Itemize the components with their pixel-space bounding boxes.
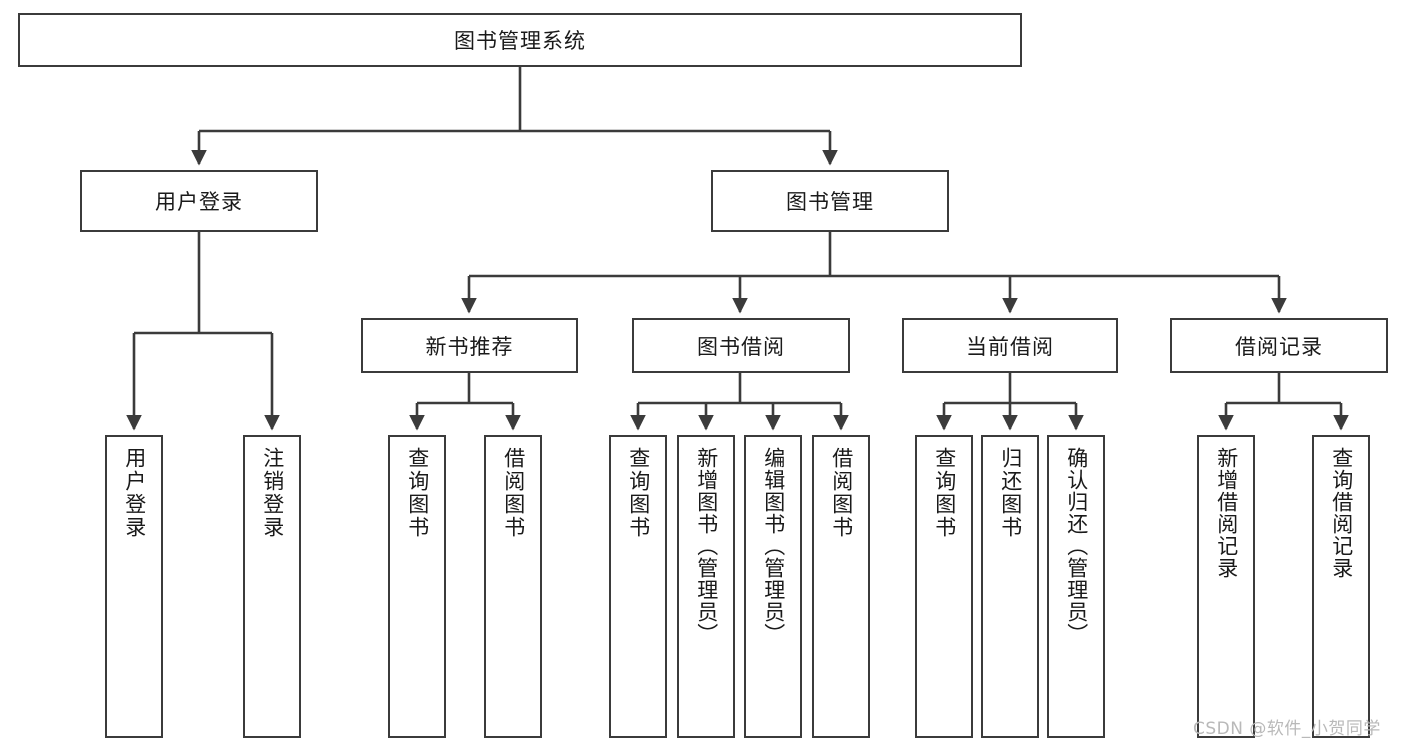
watermark-text: CSDN @软件_小贺同学 [1193,719,1381,739]
node-borrow-record[interactable]: 借阅记录 [1170,318,1388,373]
leaf-label: 编辑图书（管理员） [761,447,786,645]
leaf-label: 用户登录 [122,447,147,539]
leaf-borrow-book[interactable]: 借阅图书 [812,435,870,738]
leaf-query-borrow-record[interactable]: 查询借阅记录 [1312,435,1370,738]
leaf-query-book-current[interactable]: 查询图书 [915,435,973,738]
leaf-return-book[interactable]: 归还图书 [981,435,1039,738]
leaf-label: 查询图书 [932,447,957,539]
node-label: 借阅记录 [1235,334,1323,359]
node-label: 新书推荐 [425,334,514,359]
leaf-label: 新增借阅记录 [1214,447,1239,579]
leaf-label: 确认归还（管理员） [1064,447,1089,645]
leaf-label: 查询借阅记录 [1329,447,1354,579]
node-new-book-recommendation[interactable]: 新书推荐 [361,318,578,373]
leaf-label: 借阅图书 [829,447,854,539]
node-label: 用户登录 [155,190,243,214]
leaf-label: 新增图书（管理员） [694,447,719,645]
node-label: 图书管理系统 [454,29,586,53]
leaf-confirm-return-admin[interactable]: 确认归还（管理员） [1047,435,1105,738]
leaf-label: 查询图书 [405,447,430,539]
leaf-query-book-borrow[interactable]: 查询图书 [609,435,667,738]
leaf-add-borrow-record[interactable]: 新增借阅记录 [1197,435,1255,738]
leaf-label: 查询图书 [626,447,651,539]
leaf-label: 归还图书 [998,447,1023,539]
node-book-management[interactable]: 图书管理 [711,170,949,232]
node-book-borrow[interactable]: 图书借阅 [632,318,850,373]
leaf-user-login[interactable]: 用户登录 [105,435,163,738]
node-label: 图书借阅 [697,334,785,359]
leaf-add-book-admin[interactable]: 新增图书（管理员） [677,435,735,738]
leaf-edit-book-admin[interactable]: 编辑图书（管理员） [744,435,802,738]
node-current-borrow[interactable]: 当前借阅 [902,318,1118,373]
node-label: 图书管理 [786,190,874,214]
node-label: 当前借阅 [966,334,1054,359]
leaf-query-book-newbook[interactable]: 查询图书 [388,435,446,738]
node-user-login[interactable]: 用户登录 [80,170,318,232]
leaf-label: 注销登录 [260,447,285,539]
leaf-label: 借阅图书 [501,447,526,539]
leaf-borrow-book-newbook[interactable]: 借阅图书 [484,435,542,738]
node-root-book-management-system[interactable]: 图书管理系统 [18,13,1022,67]
leaf-logout-login[interactable]: 注销登录 [243,435,301,738]
